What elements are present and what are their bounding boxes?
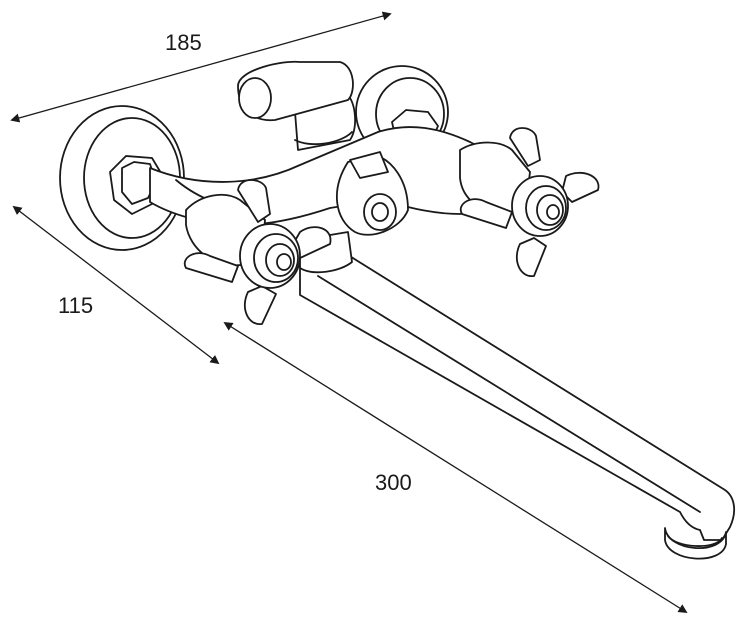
left-cross-handle — [183, 179, 332, 325]
dimension-depth-label: 115 — [58, 293, 93, 318]
spout — [299, 249, 736, 560]
right-cross-handle — [459, 127, 600, 277]
shower-outlet — [237, 60, 356, 151]
diverter-knob — [336, 151, 409, 236]
faucet-illustration — [59, 60, 736, 560]
dimension-spout-length-label: 300 — [375, 470, 412, 495]
dimension-depth: 115 — [12, 205, 220, 365]
dimension-width: 185 — [10, 11, 392, 123]
dimension-spout-length: 300 — [223, 322, 688, 613]
dimension-width-label: 185 — [165, 30, 202, 55]
